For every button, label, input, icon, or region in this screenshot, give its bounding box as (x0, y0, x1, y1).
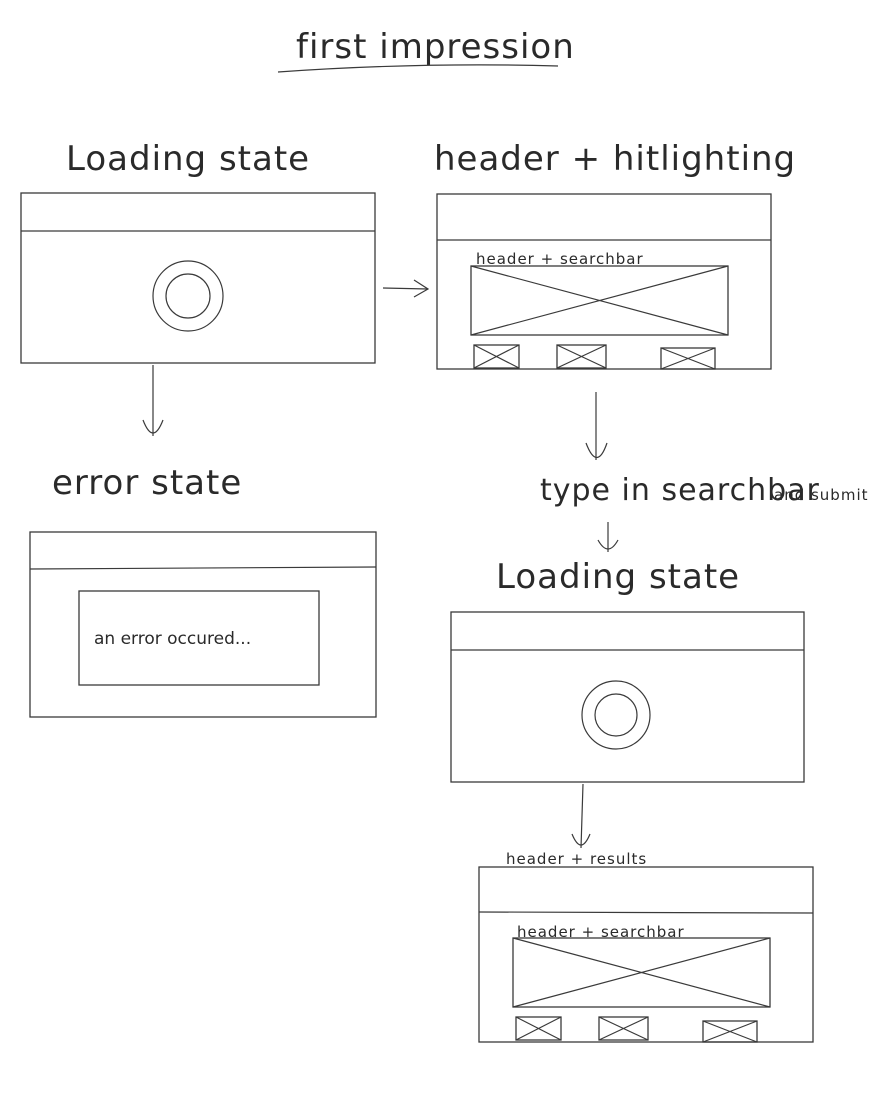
spinner-inner-ring (165, 273, 211, 319)
arrow-loading-to-error (142, 365, 164, 436)
error-state-label: error state (52, 463, 242, 503)
diagram-title: first impression (296, 27, 575, 67)
searchbar-image-placeholder (512, 937, 771, 1008)
results-frame: header + searchbar (478, 866, 814, 1043)
error-dialog (78, 590, 320, 686)
thumbnail-placeholder (556, 344, 607, 369)
error-state-frame: an error occured... (29, 531, 377, 718)
search-step-label: type in searchbar (540, 473, 820, 508)
arrow-loading-to-header (382, 279, 430, 298)
title-underline (277, 64, 559, 73)
search-step-suffix: and submit (774, 486, 869, 504)
header-highlighting-label: header + hitlighting (434, 139, 796, 179)
arrow-search-to-loading (597, 522, 619, 552)
results-label: header + results (506, 850, 647, 868)
thumbnail-placeholder (473, 344, 520, 369)
header-highlighting-inner-label: header + searchbar (476, 250, 644, 268)
header-highlighting-frame: header + searchbar (436, 193, 772, 370)
arrow-header-to-search (585, 392, 608, 460)
loading-state-2-frame (450, 611, 805, 783)
spinner-inner-ring (594, 693, 638, 737)
loading-state-1-frame (20, 192, 376, 364)
thumbnail-placeholder (515, 1016, 562, 1041)
thumbnail-placeholder (660, 347, 716, 370)
thumbnail-placeholder (702, 1020, 758, 1043)
spinner-outer-ring (152, 260, 224, 332)
thumbnail-placeholder (598, 1016, 649, 1041)
searchbar-image-placeholder (470, 265, 729, 336)
error-message: an error occured... (94, 629, 251, 649)
spinner-outer-ring (581, 680, 651, 750)
loading-state-2-label: Loading state (496, 557, 740, 597)
loading-state-1-label: Loading state (66, 139, 310, 179)
arrow-loading-to-results (571, 783, 591, 849)
results-inner-label: header + searchbar (517, 923, 685, 941)
